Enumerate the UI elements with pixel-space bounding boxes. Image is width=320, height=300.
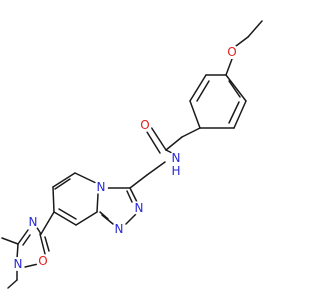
bond-aryl-ch2 <box>181 127 201 138</box>
ethoxy-group <box>225 20 263 76</box>
bond-tz-4-inner <box>99 211 109 220</box>
oxadiazole-oxygen-atom: O <box>36 254 50 268</box>
bond-py-1 <box>74 172 97 184</box>
bond-py-2-inner <box>54 178 71 190</box>
bond-ph-inner-b <box>196 80 210 102</box>
bond-tz-2 <box>129 187 138 203</box>
bond-ph-inner-a <box>228 101 240 124</box>
oxadiazole-n-bottom-label: N <box>14 257 23 271</box>
oxadiazole-n-bottom-atom: N <box>11 257 25 271</box>
triazolopyridine-core <box>52 172 138 226</box>
bond-py-5 <box>75 211 98 226</box>
bond-py-3 <box>52 186 55 213</box>
bond-py-2 <box>52 172 76 188</box>
ether-oxygen-atom: O <box>225 45 239 59</box>
bond-ox-n-c3 <box>16 243 19 260</box>
bond-ox-c5-inner <box>44 236 50 252</box>
bond-ph-1 <box>225 74 247 102</box>
bond-py-4 <box>53 211 77 226</box>
bond-methyl <box>1 237 19 245</box>
structure-canvas: O O N H N N N N O <box>1 20 263 289</box>
bond-ph-2 <box>233 100 247 129</box>
triazole-n2-atom: N <box>112 222 126 236</box>
bond-c-o-double-1 <box>150 126 167 151</box>
ether-oxygen-label: O <box>227 45 236 59</box>
bond-py-oxadiazole <box>40 211 55 235</box>
triazole-n1-label: N <box>135 201 144 215</box>
triazole-n4-atom: N <box>94 180 108 194</box>
triazole-n1-atom: N <box>132 201 146 215</box>
bond-ch2-carbonyl <box>165 136 183 151</box>
bond-fused <box>96 193 99 213</box>
bond-n-ch2 <box>146 161 166 176</box>
triazole-n2-label: N <box>115 222 124 236</box>
bond-ethyl-ch2-o <box>235 36 249 47</box>
atom-labels: O O N H N N N N O <box>11 45 239 271</box>
triazole-n4-label: N <box>97 180 106 194</box>
bond-methyl-3 <box>7 279 18 289</box>
bond-ox-c3-n4 <box>17 229 29 245</box>
bond-ph-inner-c <box>228 80 241 98</box>
bond-ox-c5-o <box>39 233 46 255</box>
carbonyl-oxygen-atom: O <box>138 118 152 132</box>
phenyl-ring <box>189 74 247 129</box>
bond-ch2-triazole <box>129 174 148 189</box>
bond-ph-4 <box>189 100 201 129</box>
amide-nitrogen-label: N <box>172 151 181 165</box>
bond-ox-o-n <box>24 263 39 268</box>
bond-o-aryl <box>225 58 233 76</box>
bond-py-4-inner <box>58 208 77 220</box>
amide-nitrogen-atom: N H <box>169 151 183 178</box>
oxadiazole-oxygen-label: O <box>38 254 47 268</box>
oxadiazole-n-top-atom: N <box>26 215 40 229</box>
bond-c-o-double-2 <box>146 131 161 154</box>
oxadiazole-n-top-label: N <box>29 215 38 229</box>
amide-hydrogen-label: H <box>171 164 180 178</box>
bond-ethyl-ch3 <box>247 20 263 38</box>
carbonyl-oxygen-label: O <box>140 118 149 132</box>
bond-ox-c3-inner <box>22 234 31 246</box>
bond-tz-3 <box>125 213 137 225</box>
acetamide-linker <box>129 126 201 189</box>
bond-tz-2-inner <box>126 190 133 203</box>
bond-ph-5 <box>189 74 207 102</box>
molecule-drawing: O O N H N N N N O <box>1 20 263 289</box>
